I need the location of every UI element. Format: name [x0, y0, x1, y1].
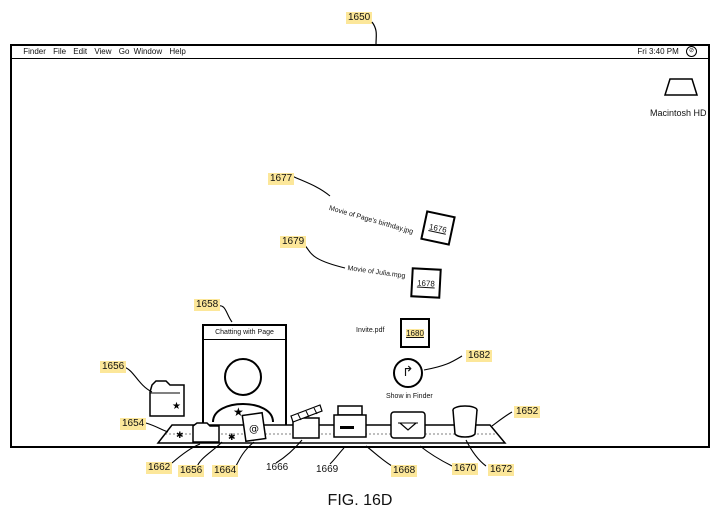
menu-edit[interactable]: Edit	[73, 47, 88, 56]
hard-drive-icon[interactable]	[663, 78, 699, 96]
ref-1654: 1654	[120, 418, 147, 430]
svg-text:★: ★	[233, 405, 244, 419]
ref-1670: 1670	[452, 463, 479, 475]
file-label-invite: Invite.pdf	[356, 327, 385, 334]
file-icon-1680[interactable]: 1680	[400, 318, 430, 348]
svg-text:✱: ✱	[176, 431, 184, 441]
menu-help[interactable]: Help	[169, 47, 186, 56]
ref-1658: 1658	[194, 299, 221, 311]
ref-1679: 1679	[280, 236, 307, 248]
ref-1662: 1662	[146, 462, 173, 474]
show-in-finder-button[interactable]: ↱	[393, 358, 423, 388]
desktop-screen: Finder File Edit View Go Window Help Fri…	[10, 44, 710, 448]
ref-1666: 1666	[266, 462, 289, 473]
figure-caption: FIG. 16D	[327, 492, 393, 509]
menu-go[interactable]: Go	[118, 47, 130, 56]
ref-1656-dock: 1656	[178, 465, 205, 477]
show-in-finder-label: Show in Finder	[386, 393, 433, 400]
svg-text:@: @	[249, 424, 259, 435]
menu-window[interactable]: Window	[133, 47, 163, 56]
hard-drive-label: Macintosh HD	[650, 108, 707, 118]
ref-1664: 1664	[212, 465, 239, 477]
menu-finder[interactable]: Finder	[23, 47, 46, 56]
ref-1650: 1650	[346, 12, 373, 24]
ref-1668: 1668	[391, 465, 418, 477]
ref-1682: 1682	[466, 350, 493, 362]
menu-clock[interactable]: Fri 3:40 PM	[637, 47, 679, 56]
svg-text:★: ★	[172, 401, 181, 412]
ref-1672: 1672	[488, 464, 515, 476]
ref-1652: 1652	[514, 406, 541, 418]
chat-window-title: Chatting with Page	[204, 326, 285, 340]
menu-view[interactable]: View	[94, 47, 112, 56]
curved-arrow-icon: ↱	[402, 363, 414, 379]
ref-1677: 1677	[268, 173, 295, 185]
svg-text:✱: ✱	[228, 433, 236, 443]
spotlight-icon[interactable]: ⊘	[686, 46, 697, 58]
ref-1669: 1669	[316, 464, 339, 475]
ref-1656-folder: 1656	[100, 361, 127, 373]
menu-file[interactable]: File	[53, 47, 67, 56]
file-ref-1680: 1680	[406, 328, 424, 338]
menu-bar: Finder File Edit View Go Window Help Fri…	[12, 46, 708, 59]
